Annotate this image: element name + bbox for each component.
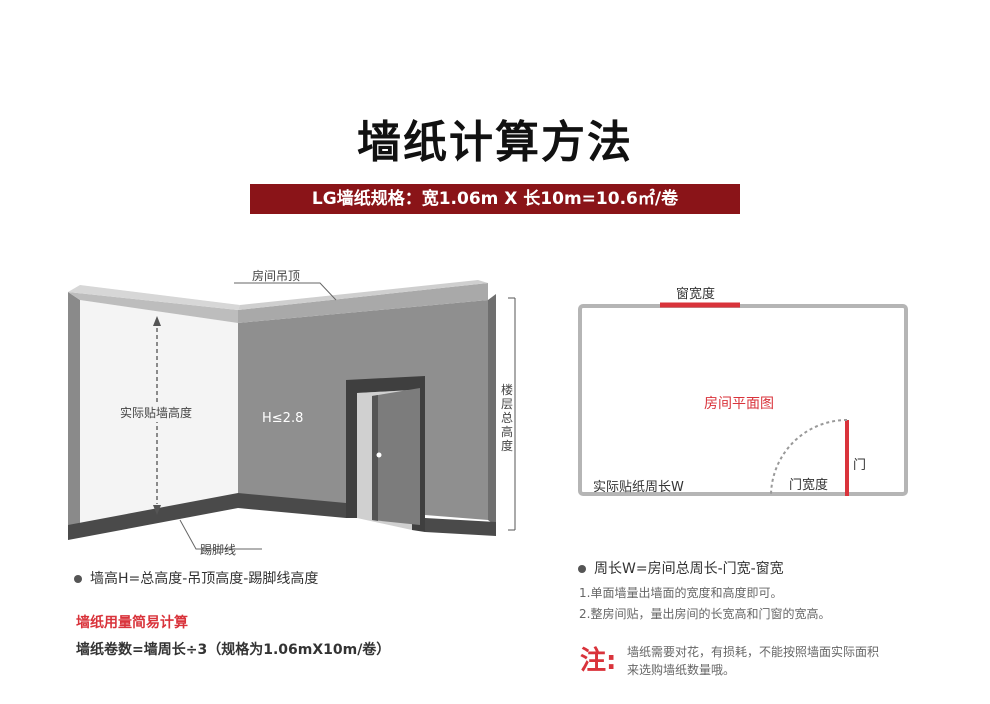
- skirting-callout: [179, 519, 262, 550]
- calc-formula: 墙纸卷数=墙周长÷3（规格为1.06mX10m/卷）: [76, 642, 391, 658]
- total-height-char: 总: [501, 411, 514, 425]
- door-width-label: 门宽度: [789, 478, 829, 493]
- wall-height-label: 实际贴墙高度: [118, 403, 195, 422]
- perimeter-formula: 周长W=房间总周长-门宽-窗宽: [578, 558, 784, 578]
- skirting-label: 踢脚线: [200, 543, 237, 557]
- perimeter-formula-text: 周长W=房间总周长-门宽-窗宽: [594, 561, 784, 577]
- note-1: 1.单面墙量出墙面的宽度和高度即可。: [579, 586, 783, 600]
- door-panel: [372, 388, 420, 525]
- warning-label: 注:: [580, 646, 617, 676]
- perimeter-label: 实际贴纸周长W: [593, 480, 684, 495]
- height-arrow-top: [153, 316, 161, 326]
- window-label: 窗宽度: [676, 287, 716, 302]
- note-2: 2.整房间贴，量出房间的长宽高和门窗的宽高。: [579, 607, 831, 621]
- total-height-char: 度: [501, 439, 514, 453]
- warning-line-1: 墙纸需要对花，有损耗，不能按照墙面实际面积: [627, 645, 880, 659]
- height-formula-text: 墙高H=总高度-吊顶高度-踢脚线高度: [90, 571, 319, 587]
- total-height-label: 楼 层 总 高 度: [501, 383, 513, 453]
- plan-title: 房间平面图: [704, 396, 774, 412]
- ceiling-right-top: [238, 280, 488, 310]
- left-wall-edge: [68, 292, 80, 531]
- ceiling-left: [68, 292, 238, 323]
- skirting-right: [238, 493, 346, 518]
- ceiling-left-top: [68, 285, 240, 310]
- ceiling-right: [238, 283, 488, 323]
- right-wall-edge: [488, 294, 496, 526]
- warning-line-2: 来选购墙纸数量哦。: [627, 663, 736, 677]
- calc-heading: 墙纸用量简易计算: [76, 615, 188, 631]
- door-knob: [376, 452, 382, 458]
- door-panel-edge: [372, 395, 378, 521]
- bullet-icon: [578, 565, 586, 573]
- total-height-char: 高: [501, 425, 514, 439]
- h-label: H≤2.8: [262, 411, 304, 426]
- bullet-icon: [74, 575, 82, 583]
- ceiling-label: 房间吊顶: [252, 269, 301, 283]
- height-arrow-bottom: [153, 505, 161, 515]
- total-height-char: 楼: [501, 383, 514, 397]
- door-swing-arc: [770, 419, 848, 497]
- page-title: 墙纸计算方法: [357, 117, 633, 168]
- door-label: 门: [853, 458, 867, 473]
- skirting-right-2: [425, 518, 496, 536]
- spec-bar: LG墙纸规格：宽1.06m X 长10m=10.6㎡/卷: [250, 184, 740, 214]
- height-formula: 墙高H=总高度-吊顶高度-踢脚线高度: [74, 568, 318, 588]
- skirting-left: [68, 493, 238, 540]
- ceiling-callout: [234, 282, 337, 301]
- total-height-char: 层: [501, 397, 514, 411]
- plan-outline: [578, 304, 908, 496]
